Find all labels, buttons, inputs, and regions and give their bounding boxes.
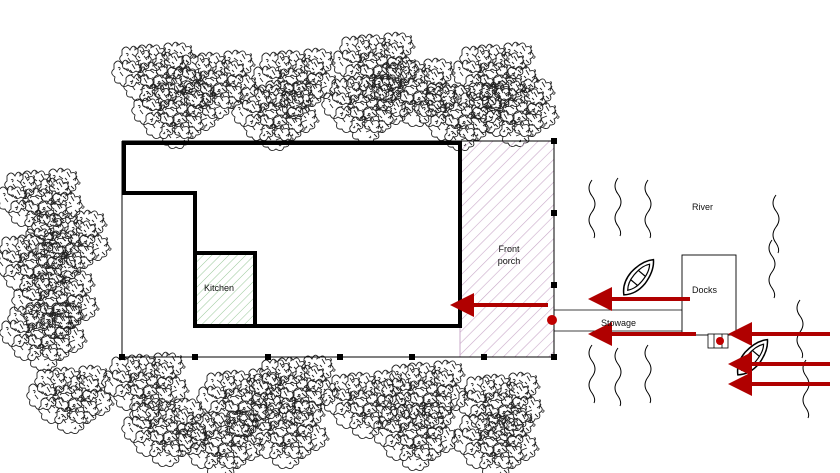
river-label: River [692,202,714,212]
tree-cluster-icon [112,32,559,150]
stowage-corridor [554,309,706,332]
front-porch-area [459,140,555,358]
stowage-label: Stowage [601,318,637,328]
kitchen-walls [195,251,257,326]
kitchen-room [197,254,254,324]
front-porch-label-line2: porch [497,256,521,266]
access-arrows [450,287,830,396]
boat-icon [730,333,776,382]
tree-cluster-icon [0,168,111,370]
house-walls [122,141,462,328]
post-markers [119,138,557,360]
red-dot-marker-icon [547,315,724,345]
docks-label: Docks [692,285,718,295]
tree-cluster-icon [27,352,544,473]
boat-icon [616,253,662,302]
front-porch-label-line1: Front [498,244,520,254]
kitchen-label: Kitchen [204,283,235,293]
